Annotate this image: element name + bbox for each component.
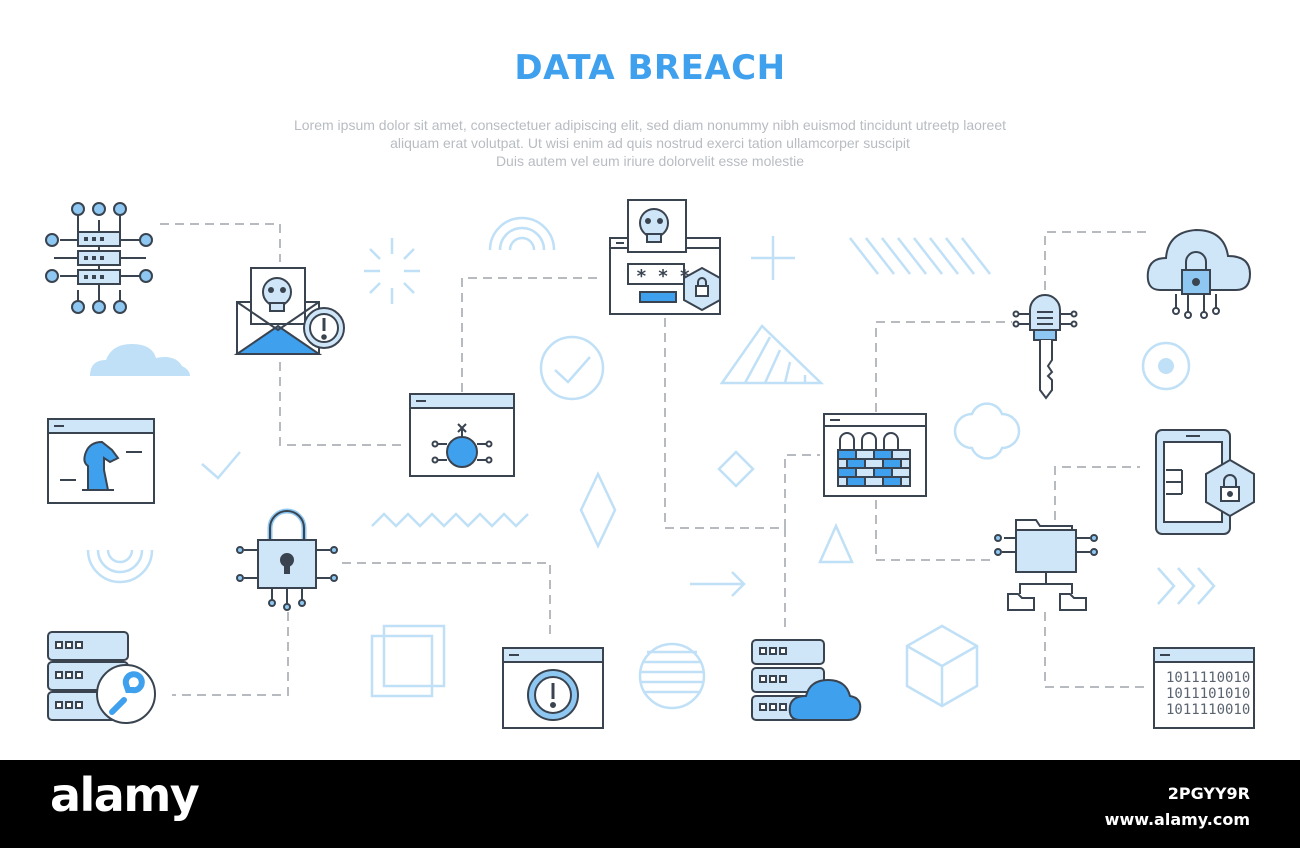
binary-line-2: 1011101010 [1166, 686, 1250, 702]
check-decoration [201, 451, 241, 480]
folder-network-icon [994, 519, 1098, 611]
binary-line-3: 1011110010 [1166, 702, 1250, 718]
trojan-horse-window-icon [47, 418, 155, 504]
squares-decoration [370, 624, 446, 698]
page-title: DATA BREACH [514, 48, 786, 88]
connector-lines [160, 223, 1150, 696]
check-circle-decoration [539, 335, 605, 401]
cloud-decoration [90, 344, 190, 376]
skull-password-shield-icon: * * * [609, 199, 721, 315]
cloud-lock-circuit-icon [1146, 228, 1252, 319]
infographic-canvas: DATA BREACH Lorem ipsum dolor sit amet, … [45, 48, 1255, 729]
server-cloud-icon [751, 639, 862, 721]
decorative-shapes [86, 216, 1216, 710]
diamond-decoration-tall [579, 471, 617, 549]
subtitle-line-1: Lorem ipsum dolor sit amet, consectetuer… [293, 117, 1007, 133]
arrow-decoration [690, 571, 746, 597]
stock-footer-bar: alamy 2PGYY9R www.alamy.com [0, 760, 1300, 848]
spark-decoration [364, 238, 420, 304]
password-mask: * * * [636, 266, 690, 287]
striped-triangle-decoration [719, 324, 825, 385]
chevrons-decoration [1157, 567, 1216, 605]
slash-stripes-decoration [849, 237, 991, 275]
striped-circle-decoration [638, 642, 706, 710]
digital-key-icon [1012, 294, 1078, 400]
skull-mail-alert-icon [233, 267, 345, 355]
rainbow-decoration-top [488, 216, 556, 251]
icon-diagram: * * * [45, 199, 1255, 729]
image-id: 2PGYY9R [1167, 784, 1250, 803]
cube-decoration [905, 624, 979, 708]
brand-logo: alamy [50, 768, 200, 822]
server-wrench-icon [47, 631, 156, 724]
diamond-decoration-small [717, 450, 755, 488]
rainbow-decoration-left [86, 549, 154, 584]
alert-window-icon [502, 647, 604, 729]
binary-code-window-icon: 1011110010 1011101010 1011110010 [1153, 647, 1255, 729]
mobile-lock-shield-icon [1155, 429, 1255, 535]
server-network-icon [45, 202, 153, 314]
binary-line-1: 1011110010 [1166, 670, 1250, 686]
triangle-decoration [818, 522, 854, 564]
plus-decoration [751, 236, 795, 280]
subtitle-line-3: Duis autem vel eum iriure dolorvelit ess… [495, 153, 805, 169]
firewall-window-icon [823, 413, 927, 497]
site-url: www.alamy.com [1104, 810, 1250, 829]
flower-decoration [953, 402, 1021, 460]
zigzag-decoration [371, 512, 529, 528]
subtitle-line-2: aliquam erat volutpat. Ut wisi enim ad q… [390, 135, 910, 151]
bomb-virus-window-icon [409, 393, 515, 477]
target-circle-decoration [1141, 341, 1191, 391]
padlock-circuit-icon [236, 508, 338, 611]
